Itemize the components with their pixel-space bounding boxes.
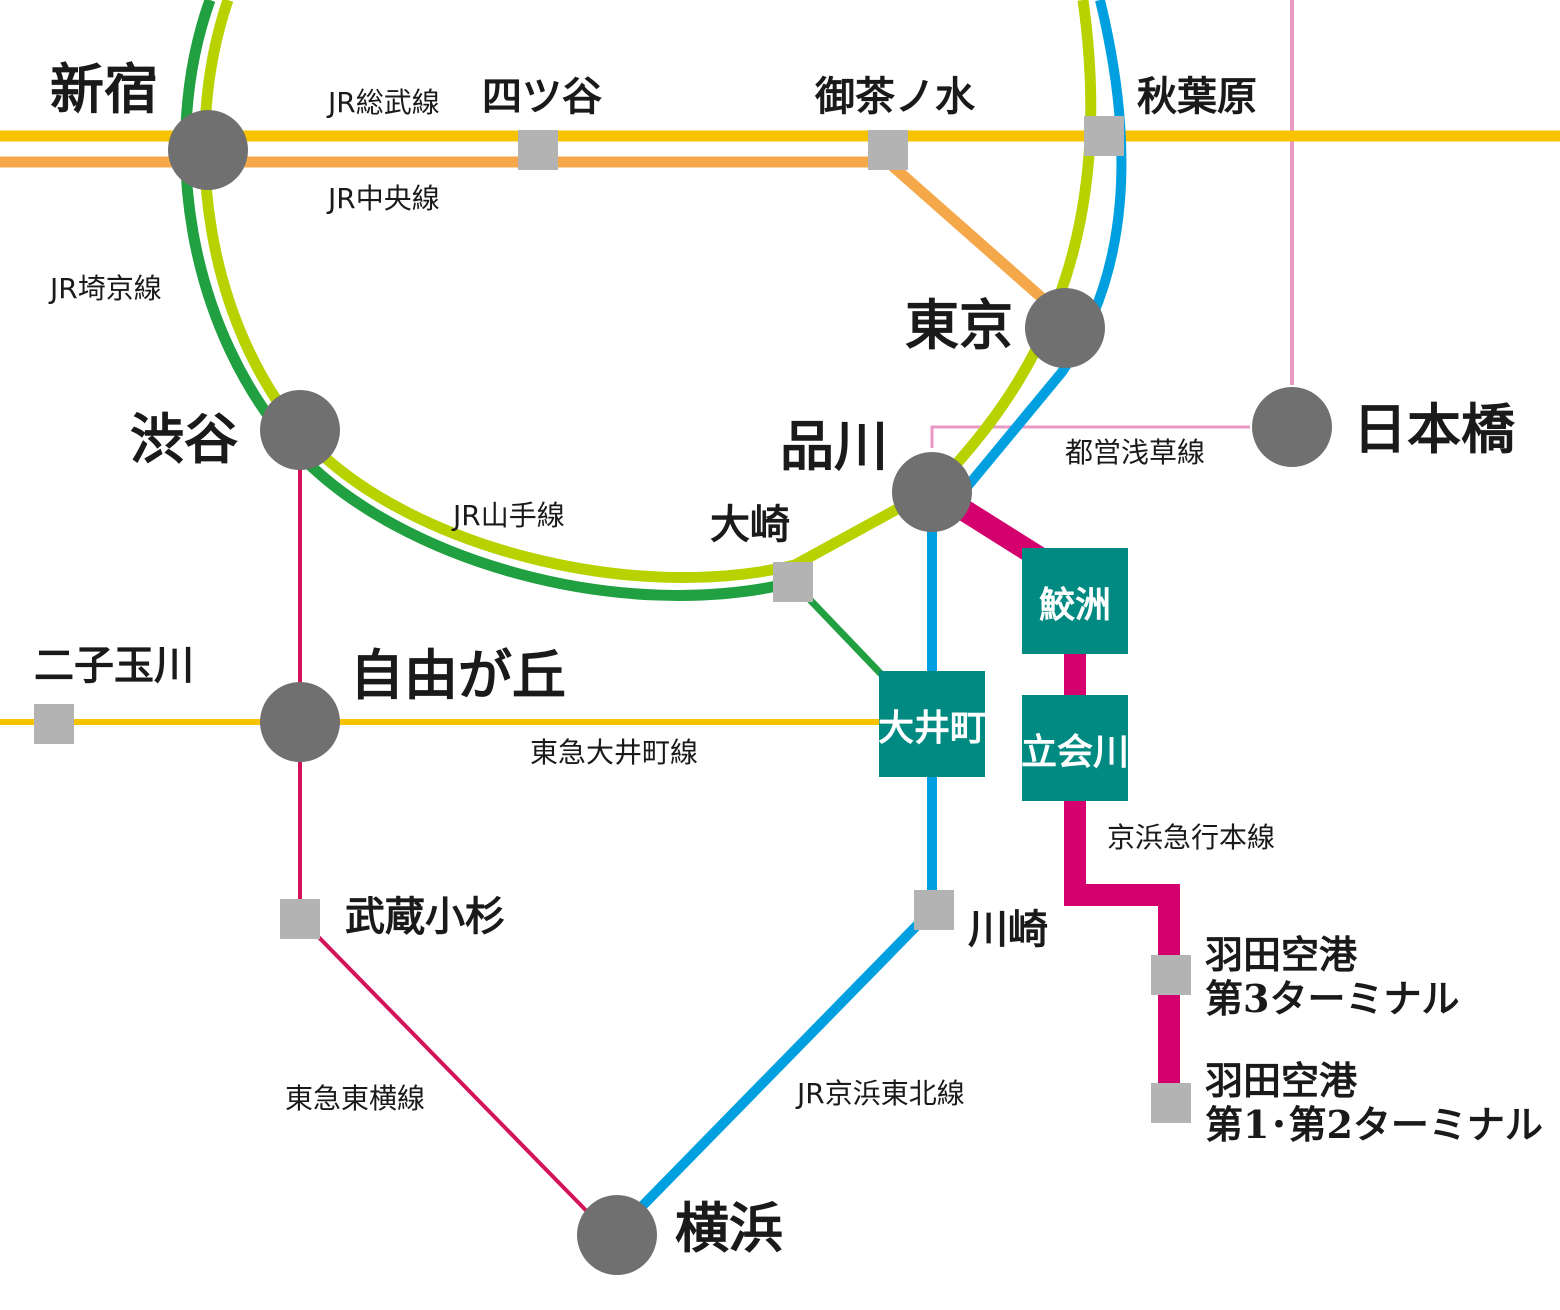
station-yokohama-marker: [577, 1195, 657, 1275]
station-haneda-t12-label-2: 第1･第2ターミナル: [1205, 1102, 1543, 1147]
station-akihabara-label: 秋葉原: [1137, 73, 1257, 120]
label-line-keihin-tohoku: JR京浜東北線: [795, 1077, 965, 1110]
station-nihonbashi-marker: [1252, 387, 1332, 467]
label-line-yamanote: JR山手線: [451, 499, 565, 532]
station-samezu-label: 鮫洲: [1039, 584, 1111, 626]
station-haneda-t3-label-2: 第3ターミナル: [1205, 976, 1459, 1021]
label-line-sobu: JR総武線: [326, 86, 440, 119]
station-haneda-t12-marker: [1151, 1083, 1191, 1123]
station-futakotamagawa-label: 二子玉川: [34, 642, 194, 689]
station-oimachi-label: 大井町: [878, 707, 986, 749]
station-samezu-box: [1022, 548, 1128, 654]
station-shinagawa-marker: [892, 452, 972, 532]
station-musashikosugi-marker: [280, 899, 320, 939]
station-yotsuya-label: 四ツ谷: [482, 73, 602, 120]
label-line-asakusa: 都営浅草線: [1065, 436, 1205, 469]
station-shibuya-marker: [260, 390, 340, 470]
station-shinagawa-label: 品川: [780, 414, 888, 478]
station-kawasaki-label: 川崎: [968, 906, 1048, 953]
station-haneda-t3-marker: [1151, 955, 1191, 995]
station-yokohama-label: 横浜: [675, 1196, 783, 1260]
station-haneda-t3-label-1: 羽田空港: [1205, 932, 1358, 977]
station-nihonbashi-label: 日本橋: [1353, 397, 1516, 461]
station-ochanomizu-label: 御茶ノ水: [814, 73, 976, 120]
station-jiyugaoka-label: 自由が丘: [350, 643, 566, 707]
station-jiyugaoka-marker: [260, 682, 340, 762]
label-line-toyoko: 東急東横線: [285, 1082, 425, 1115]
station-ochanomizu-marker: [868, 130, 908, 170]
label-line-oimachi: 東急大井町線: [530, 736, 698, 769]
station-tokyo-marker: [1025, 288, 1105, 368]
station-tachiaigawa-label: 立会川: [1021, 731, 1129, 773]
station-shinjuku-marker: [168, 110, 248, 190]
label-line-chuo: JR中央線: [326, 182, 440, 215]
station-yotsuya-marker: [518, 130, 558, 170]
label-line-saikyo: JR埼京線: [48, 272, 162, 305]
station-futakotamagawa-marker: [34, 704, 74, 744]
station-shibuya-label: 渋谷: [130, 407, 238, 471]
line-asakusa-branch: [930, 425, 1250, 448]
line-chuo-branch: [884, 157, 1054, 310]
station-akihabara-marker: [1084, 116, 1124, 156]
station-shinjuku-label: 新宿: [50, 57, 158, 121]
station-osaki-label: 大崎: [710, 501, 790, 548]
station-musashikosugi-label: 武蔵小杉: [345, 893, 505, 940]
station-tachiaigawa-box: [1022, 695, 1128, 801]
label-line-keikyu: 京浜急行本線: [1107, 821, 1275, 854]
station-tokyo-label: 東京: [905, 293, 1013, 357]
station-oimachi-box: [879, 671, 985, 777]
station-osaki-marker: [773, 562, 813, 602]
station-kawasaki-marker: [914, 890, 954, 930]
station-haneda-t12-label-1: 羽田空港: [1205, 1058, 1358, 1103]
